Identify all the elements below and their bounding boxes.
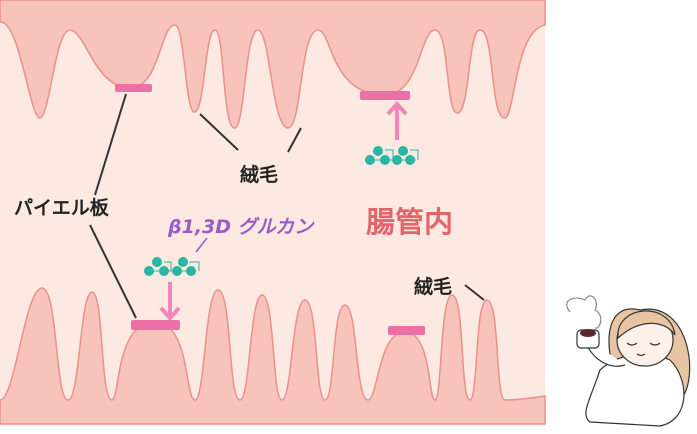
- scientist-character-drinking-coffee: [566, 295, 691, 427]
- villus-label-top: 絨毛: [240, 164, 279, 186]
- leader-line: [287, 127, 302, 153]
- glucan-label: β1,3D グルカン: [168, 216, 314, 238]
- leader-line: [89, 224, 137, 319]
- peyers-patch-pad: [115, 84, 152, 92]
- glucan-leader-line: [195, 237, 208, 253]
- peyers-patch-label: パイエル板: [14, 197, 109, 219]
- peyers-patch-pad: [360, 91, 410, 100]
- peyers-patch-pad: [388, 326, 425, 335]
- leader-line: [464, 284, 485, 301]
- leader-lines: [89, 93, 485, 319]
- arrow-down: [159, 282, 181, 321]
- leader-line: [94, 93, 127, 196]
- arrow-up: [386, 101, 408, 140]
- top-intestinal-wall-villi: [0, 0, 546, 129]
- steam-icon: [566, 295, 602, 329]
- bottom-intestinal-wall-villi: [0, 287, 546, 425]
- villus-label-bottom: 絨毛: [414, 276, 453, 298]
- lumen-label: 腸管内: [366, 205, 454, 239]
- peyers-patch-pad: [131, 320, 180, 330]
- glucan-molecule-icon: [144, 257, 200, 276]
- leader-line: [199, 113, 239, 151]
- glucan-molecule-icon: [365, 146, 419, 165]
